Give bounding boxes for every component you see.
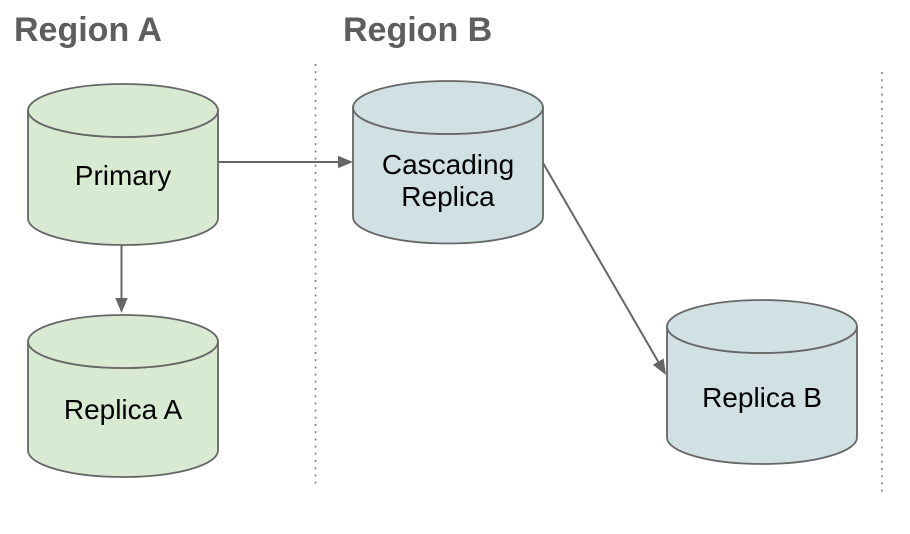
region-b-title: Region B (343, 11, 492, 49)
cascading-replica-db-cylinder: Cascading Replica (352, 80, 544, 245)
node-label: Primary (75, 160, 171, 191)
cylinder-top (27, 83, 219, 138)
arrow-cascading-replica-to-replica-b (542, 162, 666, 375)
replica-a-db-cylinder: Replica A (27, 314, 219, 478)
arrow-primary-to-cascading-replica (218, 155, 353, 169)
region-a-title: Region A (14, 11, 162, 49)
arrow-line (542, 162, 660, 363)
arrow-primary-to-replica-a (115, 245, 128, 313)
node-label-line-1: Cascading (382, 149, 514, 180)
arrow-head (115, 298, 128, 313)
cylinder-top (27, 314, 219, 369)
node-label: Replica B (702, 382, 822, 413)
cylinder-top (666, 299, 858, 354)
arrow-head (338, 155, 353, 169)
arrow-head (652, 358, 666, 375)
node-label: Replica A (64, 394, 183, 425)
primary-db-cylinder: Primary (27, 83, 219, 246)
cylinder-top (352, 80, 544, 135)
replica-b-db-cylinder: Replica B (666, 299, 858, 465)
node-label-line-2: Replica (401, 181, 495, 212)
